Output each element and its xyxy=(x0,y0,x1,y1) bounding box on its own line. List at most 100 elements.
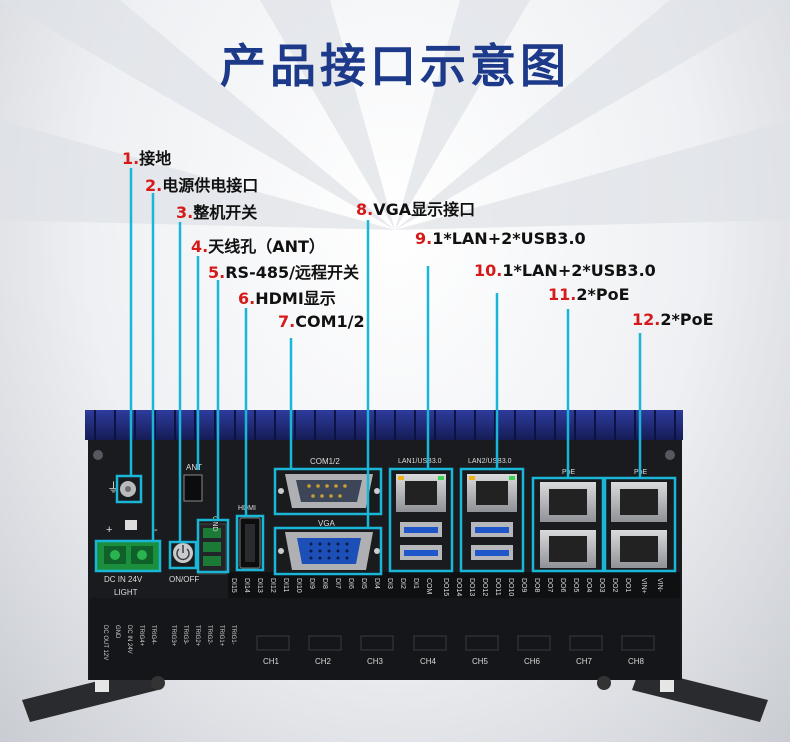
svg-text:DI2: DI2 xyxy=(399,578,406,589)
svg-text:ANT: ANT xyxy=(186,463,202,472)
lan2-usb-block: LAN2/USB3.0 xyxy=(467,458,517,560)
svg-text:DI7: DI7 xyxy=(334,578,341,589)
svg-text:DC IN 24V: DC IN 24V xyxy=(104,575,143,584)
svg-text:DI5: DI5 xyxy=(360,578,367,589)
svg-text:CH3: CH3 xyxy=(367,657,384,666)
svg-text:VGA: VGA xyxy=(318,519,336,528)
svg-text:-: - xyxy=(154,524,158,536)
svg-text:+: + xyxy=(106,524,112,536)
svg-text:DC OUT 12V: DC OUT 12V xyxy=(102,625,108,660)
svg-text:DI4: DI4 xyxy=(373,578,380,589)
left-foot xyxy=(22,668,158,722)
label-lan1: 9.1*LAN+2*USB3.0 xyxy=(415,229,586,248)
svg-text:TRIG4-: TRIG4- xyxy=(150,625,156,645)
svg-text:CH8: CH8 xyxy=(628,657,645,666)
svg-text:GND: GND xyxy=(211,516,218,532)
svg-text:DI9: DI9 xyxy=(308,578,315,589)
svg-text:DI11: DI11 xyxy=(282,578,289,592)
svg-text:DO5: DO5 xyxy=(572,578,579,593)
svg-text:DI12: DI12 xyxy=(269,578,276,593)
svg-text:DO4: DO4 xyxy=(585,578,592,593)
svg-text:DO8: DO8 xyxy=(533,578,540,593)
dio-terminal-strip: DI15 DI14 DI13 DI12 DI11 DI10 DI9 DI8 DI… xyxy=(228,572,680,598)
vga-port: VGA xyxy=(278,519,380,570)
svg-text:VIN+: VIN+ xyxy=(640,578,647,594)
label-antenna: 4.天线孔（ANT） xyxy=(191,237,325,256)
svg-text:DI13: DI13 xyxy=(256,578,263,593)
svg-text:LAN1/USB3.0: LAN1/USB3.0 xyxy=(398,458,442,465)
power-connector: + - DC IN 24V LIGHT xyxy=(97,520,159,597)
screw-icon xyxy=(93,450,103,460)
label-ground: 1.接地 xyxy=(122,149,172,168)
svg-text:TRIG3-: TRIG3- xyxy=(182,625,188,645)
svg-text:DI1: DI1 xyxy=(412,578,419,589)
svg-text:DO9: DO9 xyxy=(520,578,527,593)
knob-icon xyxy=(597,676,611,690)
svg-text:DO2: DO2 xyxy=(611,578,618,593)
svg-text:DO1: DO1 xyxy=(624,578,631,593)
svg-text:TRIG1+: TRIG1+ xyxy=(218,625,224,647)
svg-text:DO3: DO3 xyxy=(598,578,605,593)
svg-text:DI15: DI15 xyxy=(230,578,237,593)
label-switch: 3.整机开关 xyxy=(176,203,258,222)
svg-text:TRIG3+: TRIG3+ xyxy=(170,625,176,647)
label-rs485: 5.RS-485/远程开关 xyxy=(208,263,359,282)
knob-icon xyxy=(151,676,165,690)
svg-text:DO13: DO13 xyxy=(468,578,475,596)
svg-text:DO6: DO6 xyxy=(559,578,566,593)
svg-text:DI8: DI8 xyxy=(321,578,328,589)
label-vga: 8.VGA显示接口 xyxy=(356,200,476,219)
svg-text:TRIG4+: TRIG4+ xyxy=(138,625,144,647)
label-poe1: 11.2*PoE xyxy=(548,285,630,304)
svg-text:DO14: DO14 xyxy=(455,578,462,596)
screw-icon xyxy=(665,450,675,460)
svg-text:ON/OFF: ON/OFF xyxy=(169,575,199,584)
svg-text:TRIG2-: TRIG2- xyxy=(206,625,212,645)
svg-text:CH6: CH6 xyxy=(524,657,541,666)
svg-text:VIN-: VIN- xyxy=(656,578,663,593)
svg-text:TRIG1-: TRIG1- xyxy=(230,625,236,645)
svg-text:DO7: DO7 xyxy=(546,578,553,593)
svg-text:DI14: DI14 xyxy=(243,578,250,593)
svg-text:DI6: DI6 xyxy=(347,578,354,589)
svg-text:TRIG2+: TRIG2+ xyxy=(194,625,200,647)
svg-text:DO12: DO12 xyxy=(481,578,488,596)
antenna-hole: ANT xyxy=(183,463,203,502)
label-com: 7.COM1/2 xyxy=(278,312,365,331)
svg-text:CH5: CH5 xyxy=(472,657,489,666)
svg-text:DI10: DI10 xyxy=(295,578,302,593)
hdmi-port: HDMI xyxy=(238,505,261,569)
label-power: 2.电源供电接口 xyxy=(145,176,259,195)
svg-text:COM1/2: COM1/2 xyxy=(310,457,340,466)
svg-text:CH1: CH1 xyxy=(263,657,280,666)
label-lan2: 10.1*LAN+2*USB3.0 xyxy=(474,261,656,280)
label-hdmi: 6.HDMI显示 xyxy=(238,289,336,308)
power-switch: ON/OFF xyxy=(169,543,199,584)
svg-text:GND: GND xyxy=(114,625,120,639)
rs485-terminal: GND xyxy=(197,516,227,575)
svg-text:LIGHT: LIGHT xyxy=(114,588,138,597)
lan1-usb-block: LAN1/USB3.0 xyxy=(396,458,446,560)
label-poe2: 12.2*PoE xyxy=(632,310,714,329)
right-foot xyxy=(632,668,768,722)
trigger-labels: DC OUT 12V GND DC IN 24V TRIG4+ TRIG4- T… xyxy=(102,625,236,660)
poe1-block: PoE xyxy=(540,469,596,568)
svg-text:LAN2/USB3.0: LAN2/USB3.0 xyxy=(468,458,512,465)
svg-text:DO10: DO10 xyxy=(507,578,514,596)
com-port: COM1/2 xyxy=(278,457,380,508)
poe2-block: PoE xyxy=(611,469,667,568)
svg-text:DI3: DI3 xyxy=(386,578,393,589)
svg-text:DO15: DO15 xyxy=(442,578,449,596)
page-title: 产品接口示意图 xyxy=(220,39,570,93)
heatsink-fins xyxy=(85,410,683,440)
callout-lines xyxy=(94,168,677,576)
svg-text:DC IN 24V: DC IN 24V xyxy=(126,625,132,654)
channel-connectors: CH1 CH2 CH3 CH4 CH5 CH6 CH7 CH8 xyxy=(256,635,655,666)
svg-text:COM: COM xyxy=(425,578,432,595)
svg-text:CH7: CH7 xyxy=(576,657,593,666)
svg-text:DO11: DO11 xyxy=(494,578,501,596)
svg-text:CH4: CH4 xyxy=(420,657,437,666)
svg-text:CH2: CH2 xyxy=(315,657,332,666)
